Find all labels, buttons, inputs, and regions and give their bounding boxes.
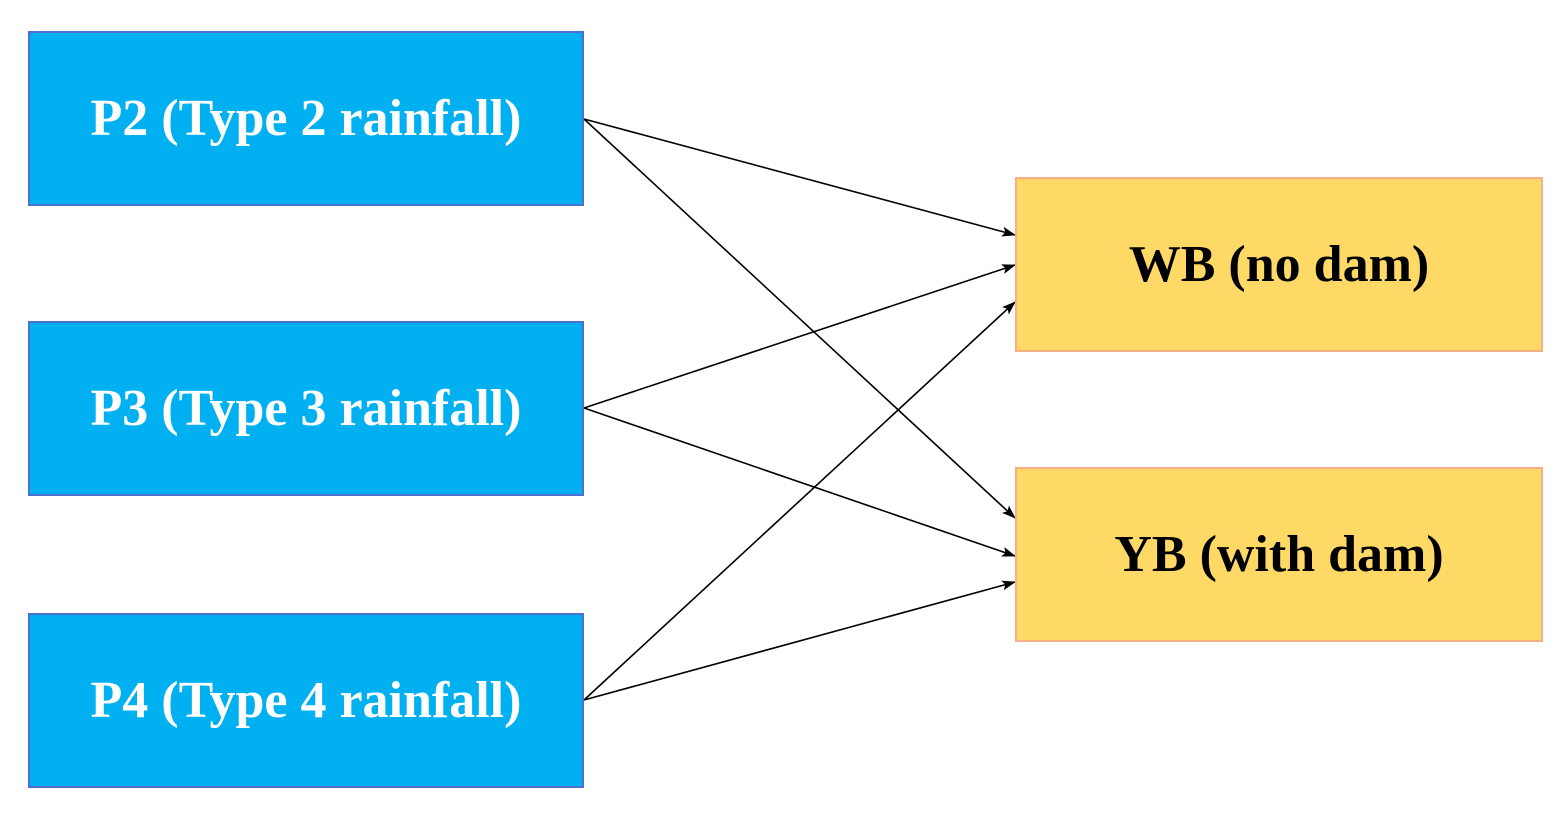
node-p4-label: P4 (Type 4 rainfall) [90, 672, 522, 729]
node-yb-label: YB (with dam) [1114, 526, 1444, 583]
node-p2: P2 (Type 2 rainfall) [28, 31, 584, 206]
node-p2-label: P2 (Type 2 rainfall) [90, 90, 522, 147]
node-p3: P3 (Type 3 rainfall) [28, 321, 584, 496]
edge-p3-wb [583, 264, 1016, 409]
edge-p2-wb [583, 118, 1016, 237]
node-wb-label: WB (no dam) [1128, 236, 1430, 293]
edge-p3-yb [583, 407, 1016, 557]
edge-p4-yb [583, 580, 1016, 701]
node-yb: YB (with dam) [1015, 467, 1543, 642]
node-p3-label: P3 (Type 3 rainfall) [90, 380, 522, 437]
edge-p2-yb [583, 118, 1016, 519]
node-p4: P4 (Type 4 rainfall) [28, 613, 584, 788]
node-wb: WB (no dam) [1015, 177, 1543, 352]
edge-p4-wb [583, 301, 1016, 701]
